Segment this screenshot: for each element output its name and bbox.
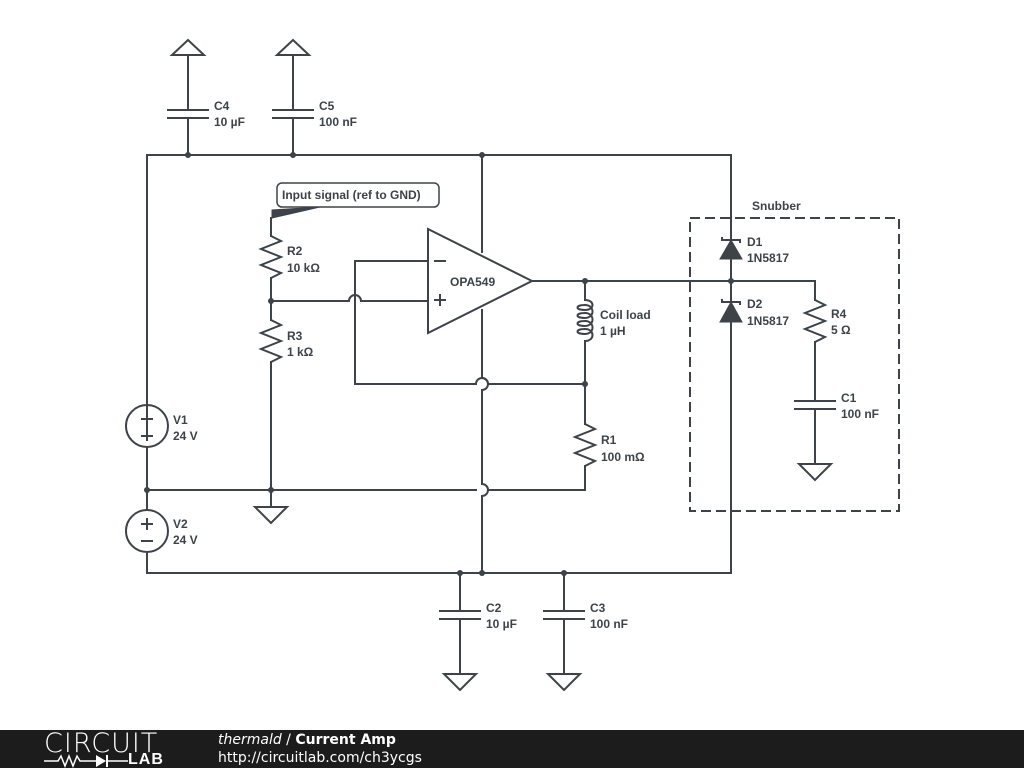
capacitor-c4[interactable]: C4 10 µF (167, 38, 245, 156)
coil-value: 1 µH (600, 324, 626, 338)
resistor-r4[interactable]: R4 5 Ω (802, 280, 851, 402)
c5-ref: C5 (319, 99, 335, 113)
diode-d2[interactable]: D2 1N5817 (719, 280, 789, 331)
supply-arrow-icon (274, 38, 312, 56)
r3-value: 1 kΩ (287, 345, 314, 359)
r4-ref: R4 (831, 307, 847, 321)
project-name: Current Amp (295, 732, 396, 748)
wire-bottom-rail (146, 329, 732, 574)
c5-value: 100 nF (319, 115, 357, 129)
r1-value: 100 mΩ (601, 450, 645, 464)
wire-top-rail (146, 154, 732, 441)
capacitor-c1[interactable]: C1 100 nF (794, 391, 879, 482)
capacitor-c2[interactable]: C2 10 µF (439, 572, 517, 692)
title-separator: / (281, 732, 296, 748)
c3-ref: C3 (590, 601, 606, 615)
c1-value: 100 nF (841, 407, 879, 421)
opamp-opa549[interactable]: OPA549 (427, 227, 535, 335)
opamp-label: OPA549 (450, 275, 495, 289)
annotation-text: Input signal (ref to GND) (282, 188, 421, 202)
coil-ref: Coil load (600, 308, 651, 322)
circuitlab-logo-text[interactable]: CIRCUIT (44, 728, 159, 759)
wire-opamp-vsupply (481, 309, 489, 574)
ground-icon (252, 506, 290, 525)
r2-ref: R2 (287, 244, 303, 258)
capacitor-c5[interactable]: C5 100 nF (272, 38, 357, 156)
ground-icon (796, 463, 834, 482)
r2-value: 10 kΩ (287, 261, 320, 275)
supply-arrow-icon (169, 38, 207, 56)
v1-ref: V1 (173, 413, 188, 427)
voltage-source-v2[interactable]: V2 24 V (125, 489, 198, 553)
author-name[interactable]: thermald (218, 732, 282, 748)
input-signal-annotation: Input signal (ref to GND) (271, 182, 440, 219)
r3-ref: R3 (287, 329, 303, 343)
resistor-r3[interactable]: R3 1 kΩ (258, 300, 314, 491)
c3-value: 100 nF (590, 617, 628, 631)
v1-value: 24 V (173, 429, 198, 443)
project-title: thermald / Current Amp (218, 731, 396, 749)
schematic-canvas: C4 10 µF C5 100 nF Input signal (ref to … (125, 38, 900, 692)
project-url[interactable]: http://circuitlab.com/ch3ycgs (218, 750, 422, 766)
junction-dot (479, 570, 485, 576)
c4-ref: C4 (214, 99, 230, 113)
d2-ref: D2 (747, 297, 763, 311)
d1-value: 1N5817 (747, 251, 789, 265)
d1-ref: D1 (747, 235, 763, 249)
r1-ref: R1 (601, 433, 617, 447)
wire-plus-input (270, 294, 429, 302)
v2-ref: V2 (173, 517, 188, 531)
voltage-source-v1[interactable]: V1 24 V (125, 404, 198, 491)
diode-d1[interactable]: D1 1N5817 (719, 229, 789, 282)
resistor-diode-logo-icon (44, 753, 128, 768)
ground-symbol-r3 (252, 489, 290, 525)
resistor-r2[interactable]: R2 10 kΩ (258, 217, 320, 302)
inductor-coil-load[interactable]: Coil load 1 µH (576, 280, 651, 385)
r4-value: 5 Ω (831, 323, 851, 337)
ground-icon (545, 673, 583, 692)
snubber-label: Snubber (752, 199, 801, 213)
resistor-r1[interactable]: R1 100 mΩ (572, 383, 645, 491)
capacitor-c3[interactable]: C3 100 nF (543, 572, 628, 692)
c2-value: 10 µF (486, 617, 517, 631)
c2-ref: C2 (486, 601, 502, 615)
ground-icon (441, 673, 479, 692)
v2-value: 24 V (173, 533, 198, 547)
d2-value: 1N5817 (747, 314, 789, 328)
footer-bar: CIRCUIT LAB thermald / Current Amp http:… (0, 730, 1024, 768)
c1-ref: C1 (841, 391, 857, 405)
circuitlab-logo-lab: LAB (128, 751, 164, 768)
snubber-group: Snubber (689, 199, 900, 512)
c4-value: 10 µF (214, 115, 245, 129)
